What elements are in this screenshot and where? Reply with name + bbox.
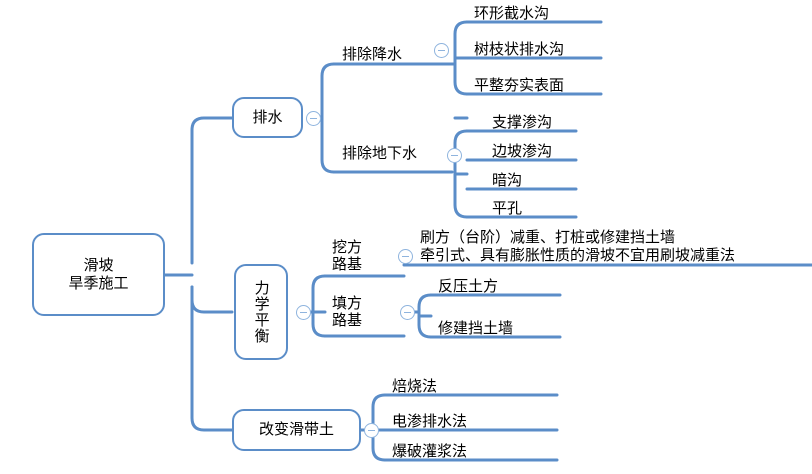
leaf-ring-intercept-ditch[interactable]: 环形截水沟 (472, 0, 597, 22)
branch-node-drainage[interactable]: 排水 (232, 97, 303, 138)
leaf-blasting-grouting[interactable]: 爆破灌浆法 (390, 435, 510, 460)
collapse-toggle-ground-water[interactable] (447, 148, 462, 163)
leaf-level-compact-surface-label: 平整夯实表面 (474, 75, 565, 94)
node-fill-subgrade-label: 填方 路基 (332, 293, 363, 329)
branch-node-drainage-label: 排水 (252, 107, 283, 126)
collapse-toggle-change-slip-soil[interactable] (364, 423, 379, 438)
branch-node-change-slip-soil[interactable]: 改变滑带土 (232, 409, 361, 451)
collapse-toggle-mechanical-balance[interactable] (296, 305, 311, 320)
collapse-toggle-cut-subgrade[interactable] (398, 249, 413, 264)
leaf-slope-seepage-ditch-label: 边坡渗沟 (492, 141, 553, 160)
collapse-toggle-fill-subgrade[interactable] (400, 305, 415, 320)
node-surface-water-label: 排除降水 (342, 44, 403, 63)
leaf-covered-ditch-label: 暗沟 (492, 170, 523, 189)
node-cut-subgrade[interactable]: 挖方 路基 (330, 236, 386, 276)
leaf-level-hole-label: 平孔 (492, 198, 523, 217)
leaf-covered-ditch[interactable]: 暗沟 (490, 165, 590, 189)
node-cut-subgrade-label: 挖方 路基 (332, 237, 363, 273)
branch-node-change-slip-soil-label: 改变滑带土 (258, 420, 334, 439)
leaf-blasting-grouting-label: 爆破灌浆法 (392, 441, 468, 460)
leaf-electro-osmosis-drainage-label: 电渗排水法 (392, 411, 468, 430)
leaf-cut-subgrade-notes-label: 刷方（台阶）减重、打桩或修建挡土墙 牵引式、具有膨胀性质的滑坡不宜用刷坡减重法 (420, 227, 736, 265)
branch-node-mechanical-balance-label: 力学平衡 (252, 280, 271, 344)
leaf-electro-osmosis-drainage[interactable]: 电渗排水法 (390, 405, 510, 430)
leaf-roasting-method[interactable]: 焙烧法 (390, 371, 490, 395)
leaf-build-retaining-wall[interactable]: 修建挡土墙 (436, 312, 551, 337)
leaf-level-compact-surface[interactable]: 平整夯实表面 (472, 70, 602, 94)
leaf-support-seepage-ditch-label: 支撑渗沟 (492, 112, 553, 131)
node-ground-water-label: 排除地下水 (342, 143, 418, 162)
leaf-ring-intercept-ditch-label: 环形截水沟 (474, 3, 550, 22)
root-node[interactable]: 滑坡 旱季施工 (32, 233, 165, 316)
root-node-label: 滑坡 旱季施工 (68, 256, 129, 292)
collapse-toggle-surface-water[interactable] (434, 43, 449, 58)
leaf-cut-subgrade-notes[interactable]: 刷方（台阶）减重、打桩或修建挡土墙 牵引式、具有膨胀性质的滑坡不宜用刷坡减重法 (420, 227, 812, 265)
leaf-level-hole[interactable]: 平孔 (490, 193, 590, 217)
collapse-toggle-drainage[interactable] (306, 111, 321, 126)
leaf-branch-drain-ditch-label: 树枝状排水沟 (474, 39, 565, 58)
node-ground-water[interactable]: 排除地下水 (340, 137, 460, 162)
leaf-build-retaining-wall-label: 修建挡土墙 (438, 318, 514, 337)
leaf-slope-seepage-ditch[interactable]: 边坡渗沟 (490, 136, 590, 160)
branch-node-mechanical-balance[interactable]: 力学平衡 (234, 264, 288, 360)
leaf-counter-pressure-earthwork[interactable]: 反压土方 (436, 271, 546, 295)
node-fill-subgrade[interactable]: 填方 路基 (330, 292, 386, 332)
leaf-counter-pressure-earthwork-label: 反压土方 (438, 276, 499, 295)
leaf-support-seepage-ditch[interactable]: 支撑渗沟 (490, 107, 590, 131)
leaf-branch-drain-ditch[interactable]: 树枝状排水沟 (472, 34, 602, 58)
leaf-roasting-method-label: 焙烧法 (392, 376, 438, 395)
node-surface-water[interactable]: 排除降水 (340, 36, 445, 63)
